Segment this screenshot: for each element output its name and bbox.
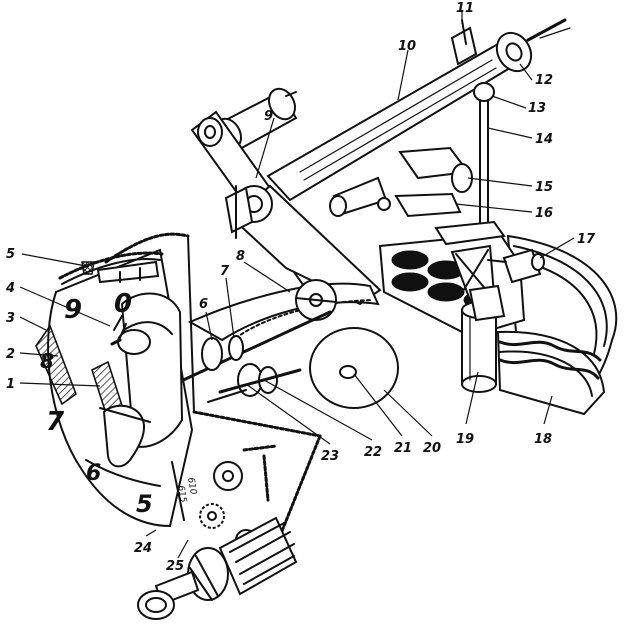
callout-21: 21 [394, 441, 412, 456]
callout-24: 24 [134, 541, 152, 556]
bellows [378, 220, 526, 338]
scale-strip: 610 615 [171, 461, 198, 521]
callout-23: 23 [321, 449, 339, 464]
dial-numeral-5: 5 [136, 490, 153, 518]
slider-block [329, 146, 473, 218]
callout-numbers: 1 2 3 4 5 6 7 8 9 10 11 12 13 14 15 16 1… [5, 1, 596, 574]
callout-2: 2 [6, 347, 15, 362]
damping-cylinder [461, 284, 506, 393]
upper-clamp [450, 19, 478, 66]
dial-numeral-7: 7 [46, 407, 65, 437]
callout-16: 16 [535, 206, 553, 221]
sector-gear [187, 279, 380, 342]
scale-label-610: 610 [185, 477, 198, 496]
callout-18: 18 [534, 432, 552, 447]
callout-13: 13 [528, 101, 546, 116]
callout-5: 5 [6, 247, 15, 262]
callout-25: 25 [166, 559, 184, 574]
cross-frame [190, 110, 382, 306]
scale-label-615: 615 [175, 485, 188, 504]
dial-numeral-8: 8 [40, 349, 54, 373]
callout-3: 3 [6, 311, 15, 326]
dial-numeral-6: 6 [86, 461, 101, 486]
dial-numeral-0: 0 [114, 289, 132, 319]
capsule-stack [496, 234, 618, 416]
callout-22: 22 [364, 445, 382, 460]
main-beam [266, 18, 571, 202]
callout-15: 15 [535, 180, 553, 195]
dial-face [35, 248, 194, 528]
callout-11: 11 [456, 1, 474, 16]
drive-gears [137, 461, 298, 620]
callout-12: 12 [535, 73, 553, 88]
callout-20: 20 [423, 441, 441, 456]
callout-1: 1 [6, 377, 15, 392]
callout-19: 19 [456, 432, 474, 447]
callout-8: 8 [236, 249, 245, 264]
callout-17: 17 [577, 232, 596, 247]
gear-train [108, 310, 332, 416]
callout-4: 4 [5, 281, 15, 296]
balance-disc [309, 327, 399, 409]
callout-9: 9 [264, 109, 273, 124]
callout-7: 7 [220, 264, 230, 279]
callout-14: 14 [535, 132, 553, 147]
leader-lines [19, 10, 575, 559]
callout-10: 10 [398, 39, 416, 54]
callout-6: 6 [199, 297, 208, 312]
